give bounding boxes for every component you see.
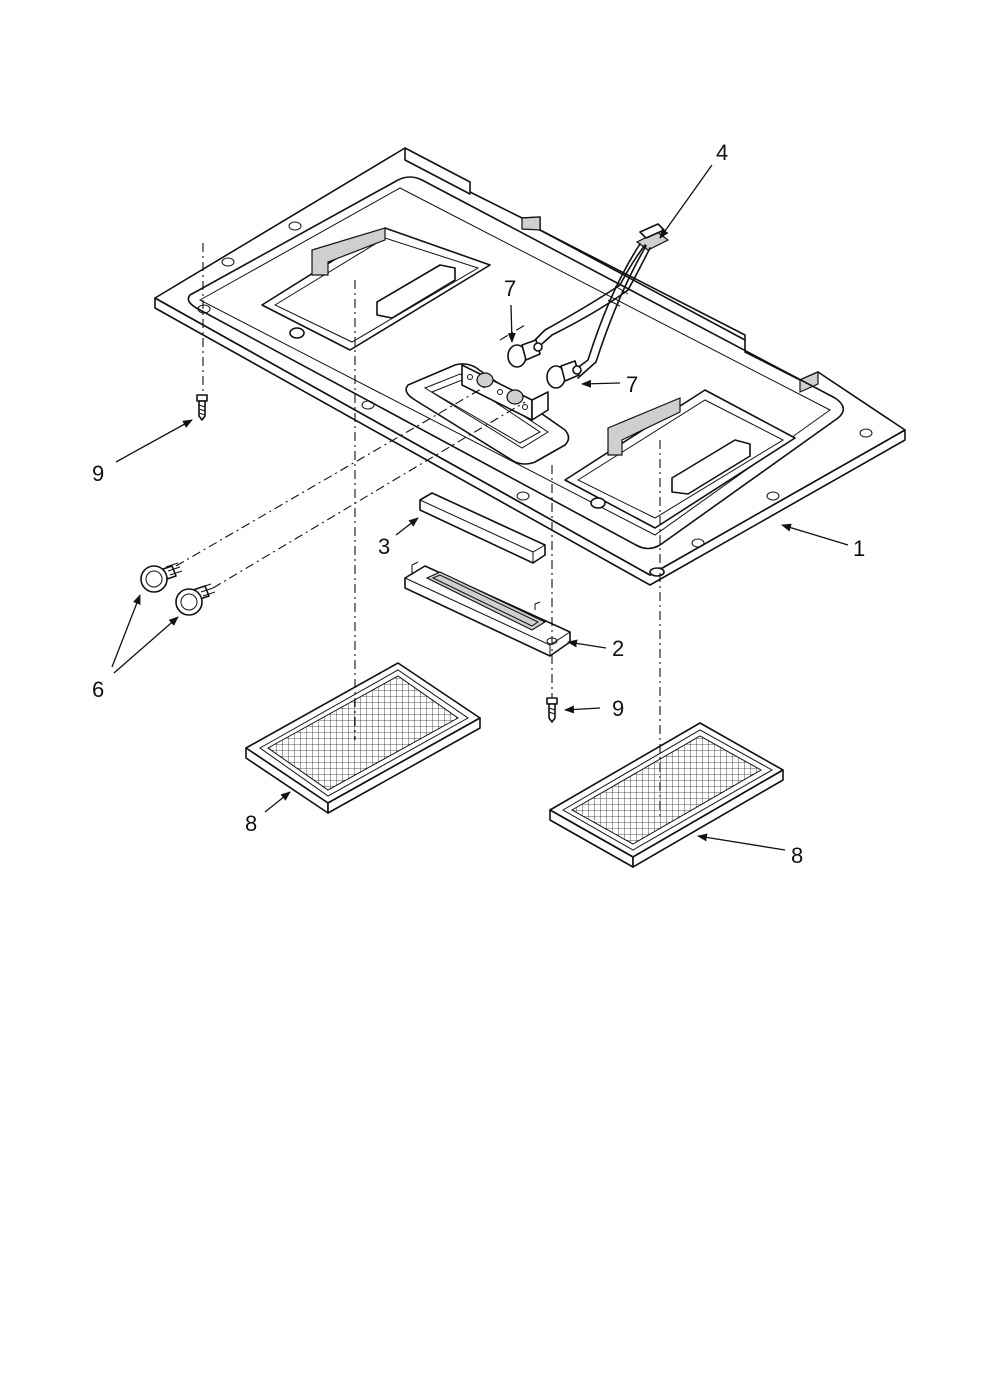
callout-1: 1 xyxy=(853,536,865,561)
callout-labels: 1 2 3 4 6 7 7 8 8 9 9 xyxy=(92,140,865,868)
grease-filter-part-8-right xyxy=(549,722,784,868)
lens-part-3 xyxy=(419,492,546,564)
callout-3: 3 xyxy=(378,534,390,559)
bulb-part-7-upper xyxy=(507,339,543,368)
socket-part-6-lower xyxy=(175,583,216,616)
leader-arrows xyxy=(111,164,849,851)
grease-filter-part-8-left xyxy=(245,662,481,814)
callout-8-left: 8 xyxy=(245,811,257,836)
callout-6: 6 xyxy=(92,677,104,702)
callout-7-upper: 7 xyxy=(504,276,516,301)
wire-harness-part-4 xyxy=(529,223,670,379)
callout-4: 4 xyxy=(716,140,728,165)
screw-part-9-upper xyxy=(196,394,208,421)
callout-9-upper: 9 xyxy=(92,461,104,486)
callout-8-right: 8 xyxy=(791,843,803,868)
callout-9-lower: 9 xyxy=(612,696,624,721)
assembly-lines xyxy=(175,243,661,820)
lamp-cover-part-2 xyxy=(404,561,571,657)
bulb-part-7-lower xyxy=(546,360,582,389)
bottom-plate-part-1 xyxy=(154,147,906,586)
callout-2: 2 xyxy=(612,636,624,661)
screw-part-9-lower xyxy=(546,697,558,723)
socket-part-6-upper xyxy=(140,562,183,593)
callout-7-lower: 7 xyxy=(626,372,638,397)
